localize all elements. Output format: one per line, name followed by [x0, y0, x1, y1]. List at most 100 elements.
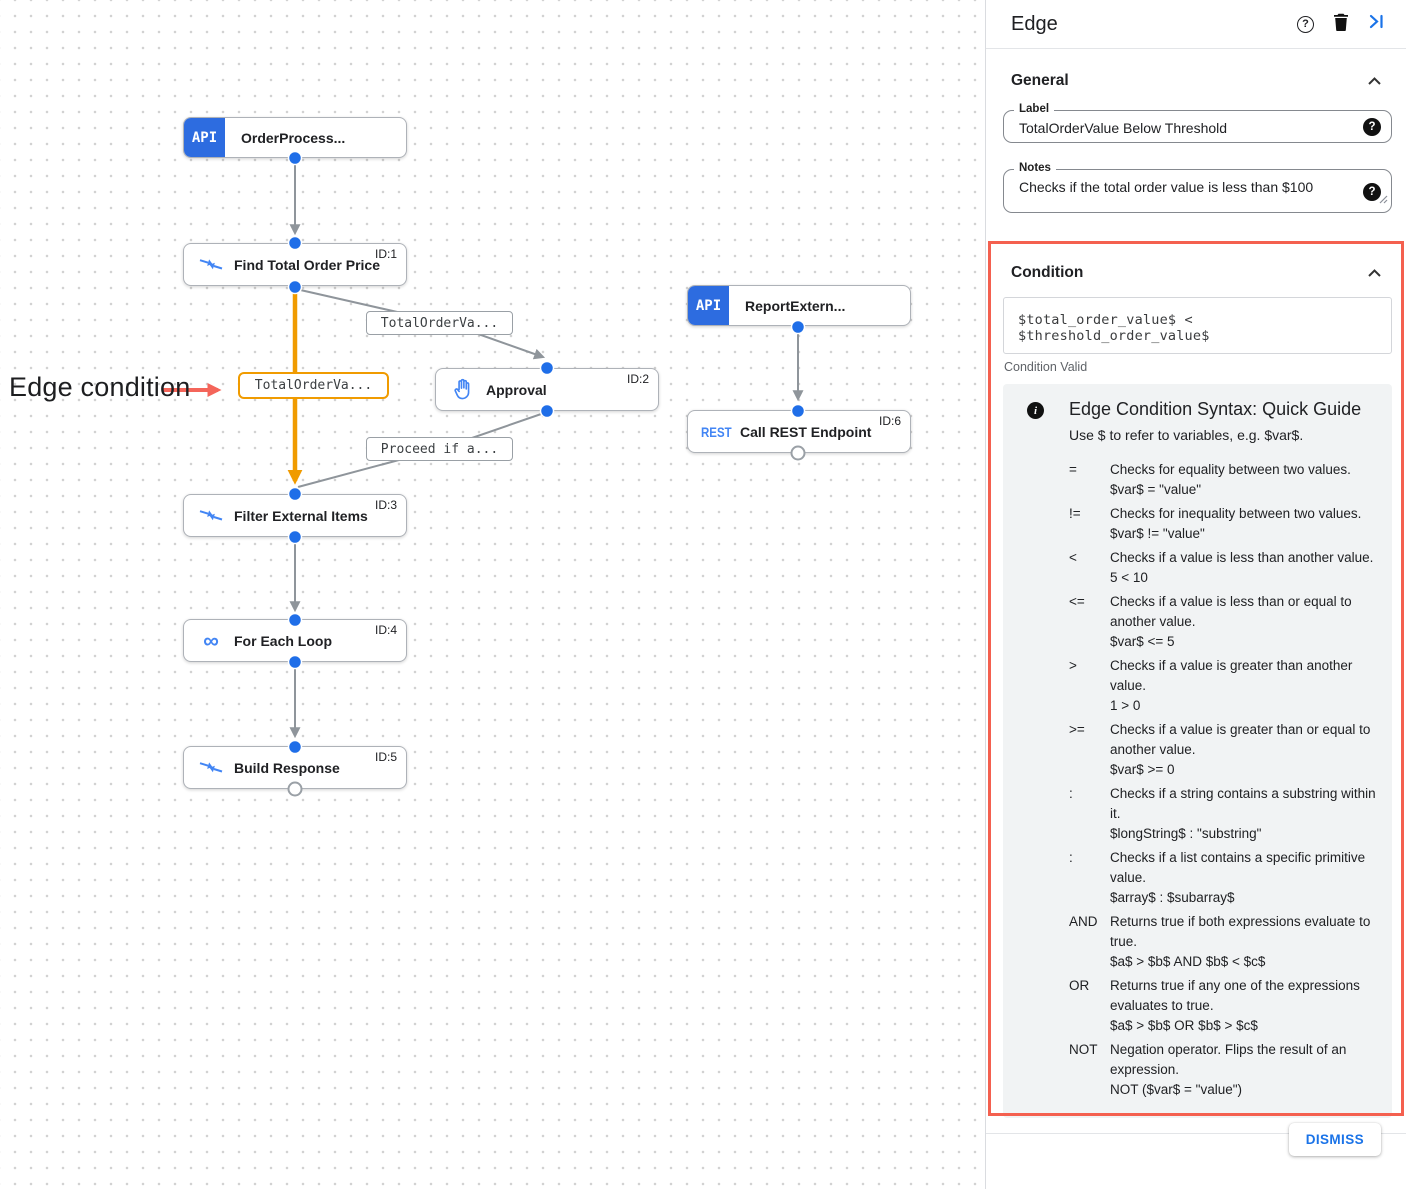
delete-icon[interactable]: [1333, 13, 1349, 36]
data-mapping-icon: [199, 760, 223, 775]
node-id-badge: ID:5: [374, 750, 397, 764]
operator-example: $a$ > $b$ OR $b$ > $c$: [1110, 1018, 1258, 1033]
general-heading: General: [1011, 72, 1069, 89]
operator-description: Negation operator. Flips the result of a…: [1110, 1042, 1347, 1077]
node-for-each-loop[interactable]: ∞ For Each Loop ID:4: [183, 619, 407, 662]
operator-description: Checks if a value is less than or equal …: [1110, 594, 1352, 629]
general-section-header[interactable]: General: [1011, 72, 1382, 90]
operator-row: > Checks if a value is greater than anoth…: [1069, 656, 1376, 716]
label-field[interactable]: Label TotalOrderValue Below Threshold ?: [1003, 103, 1392, 143]
guide-intro: Use $ to refer to variables, e.g. $var$.: [1069, 427, 1304, 443]
operator-list: =Checks for equality between two values.…: [1069, 460, 1376, 1100]
operator-description: Checks if a value is greater than or equ…: [1110, 722, 1371, 757]
node-order-process-trigger[interactable]: API OrderProcess...: [183, 117, 407, 158]
operator-description: Checks if a value is greater than anothe…: [1110, 658, 1353, 693]
label-field-value[interactable]: TotalOrderValue Below Threshold: [1019, 120, 1228, 136]
rest-icon: REST: [701, 423, 732, 440]
panel-header: Edge ?: [986, 0, 1406, 48]
node-call-rest-endpoint[interactable]: REST Call REST Endpoint ID:6: [687, 410, 911, 453]
operator-example: $var$ >= 0: [1110, 762, 1175, 777]
operator-example: 1 > 0: [1110, 698, 1141, 713]
edge-lines: [163, 158, 804, 739]
condition-status: Condition Valid: [1004, 360, 1088, 374]
node-id-badge: ID:1: [374, 247, 397, 261]
resize-handle-icon[interactable]: [1379, 191, 1388, 209]
operator-description: Checks if a value is less than another v…: [1110, 550, 1374, 565]
operator-example: $var$ = "value": [1110, 482, 1202, 497]
operator-description: Checks for inequality between two values…: [1110, 506, 1362, 521]
node-title: Filter External Items: [234, 507, 368, 524]
operator-example: $var$ <= 5: [1110, 634, 1175, 649]
connection-dots: [287, 150, 806, 797]
operator-symbol: !=: [1069, 506, 1081, 521]
guide-title: Edge Condition Syntax: Quick Guide: [1069, 399, 1362, 419]
data-mapping-icon: [199, 257, 223, 272]
operator-symbol: AND: [1069, 914, 1098, 929]
help-icon[interactable]: ?: [1297, 15, 1314, 33]
operator-symbol: <=: [1069, 594, 1085, 609]
loop-icon: ∞: [203, 627, 219, 653]
operator-row: :Checks if a string contains a substring…: [1069, 784, 1376, 844]
node-filter-external-items[interactable]: Filter External Items ID:3: [183, 494, 407, 537]
operator-row: =Checks for equality between two values.…: [1069, 460, 1376, 500]
api-trigger-icon: API: [184, 118, 225, 157]
header-divider: [986, 48, 1406, 49]
operator-symbol: >: [1069, 658, 1077, 673]
syntax-guide: i Edge Condition Syntax: Quick Guide Use…: [1003, 384, 1392, 1118]
chevron-up-icon[interactable]: [1367, 268, 1382, 278]
node-title: Approval: [486, 381, 547, 398]
node-report-extern-trigger[interactable]: API ReportExtern...: [687, 285, 911, 326]
chevron-up-icon[interactable]: [1367, 76, 1382, 86]
operator-row: AND Returns true if both expressions eval…: [1069, 912, 1376, 972]
operator-example: 5 < 10: [1110, 570, 1148, 585]
node-approval[interactable]: Approval ID:2: [435, 368, 659, 411]
operator-symbol: NOT: [1069, 1042, 1098, 1057]
node-title: Build Response: [234, 759, 340, 776]
node-id-badge: ID:6: [878, 414, 901, 428]
data-mapping-icon: [199, 508, 223, 523]
edge-label-totalordervalue-selected[interactable]: TotalOrderVa...: [238, 372, 389, 399]
condition-expression-input[interactable]: $total_order_value$ < $threshold_order_v…: [1003, 297, 1392, 354]
operator-row: >= Checks if a value is greater than or e…: [1069, 720, 1376, 780]
edge-label-proceed-if[interactable]: Proceed if a...: [366, 437, 513, 461]
node-title: Call REST Endpoint: [740, 423, 872, 440]
collapse-panel-icon[interactable]: [1368, 14, 1384, 34]
operator-description: Returns true if both expressions evaluat…: [1110, 914, 1371, 949]
api-trigger-icon: API: [688, 286, 729, 325]
notes-field-label: Notes: [1014, 162, 1056, 174]
condition-section-header[interactable]: Condition: [1011, 264, 1382, 282]
node-id-badge: ID:3: [374, 498, 397, 512]
operator-description: Checks for equality between two values.: [1110, 462, 1351, 477]
workflow-canvas[interactable]: API OrderProcess... Find Total Order Pri…: [0, 0, 985, 1189]
operator-symbol: <: [1069, 550, 1077, 565]
dismiss-button[interactable]: DISMISS: [1288, 1123, 1381, 1156]
operator-example: $a$ > $b$ AND $b$ < $c$: [1110, 954, 1266, 969]
notes-help-icon[interactable]: ?: [1363, 183, 1381, 201]
edge-config-panel: Edge ? General Label: [985, 0, 1406, 1189]
condition-heading: Condition: [1011, 264, 1084, 281]
node-find-total-order-price[interactable]: Find Total Order Price ID:1: [183, 243, 407, 286]
label-field-label: Label: [1014, 103, 1055, 115]
node-title: Find Total Order Price: [234, 256, 380, 273]
operator-example: $longString$ : "substring": [1110, 826, 1262, 841]
notes-field[interactable]: Notes Checks if the total order value is…: [1003, 162, 1392, 213]
label-help-icon[interactable]: ?: [1363, 118, 1381, 136]
operator-example: NOT ($var$ = "value"): [1110, 1082, 1243, 1097]
operator-description: Checks if a string contains a substring …: [1110, 786, 1376, 821]
notes-field-value[interactable]: Checks if the total order value is less …: [1019, 179, 1314, 195]
info-icon: i: [1027, 402, 1044, 419]
edge-condition-annotation: Edge condition: [9, 372, 191, 402]
operator-row: NOT Negation operator. Flips the result o…: [1069, 1040, 1376, 1100]
hand-icon: [451, 378, 475, 402]
operator-description: Returns true if any one of the expressio…: [1110, 978, 1360, 1013]
operator-row: :Checks if a list contains a specific pr…: [1069, 848, 1376, 908]
operator-symbol: >=: [1069, 722, 1085, 737]
node-title: For Each Loop: [234, 632, 332, 649]
panel-title: Edge: [1011, 12, 1058, 35]
edge-label-totalordervalue-approval[interactable]: TotalOrderVa...: [366, 311, 513, 335]
operator-row: != Checks for inequality between two valu…: [1069, 504, 1376, 544]
node-id-badge: ID:2: [626, 372, 649, 386]
node-build-response[interactable]: Build Response ID:5: [183, 746, 407, 789]
